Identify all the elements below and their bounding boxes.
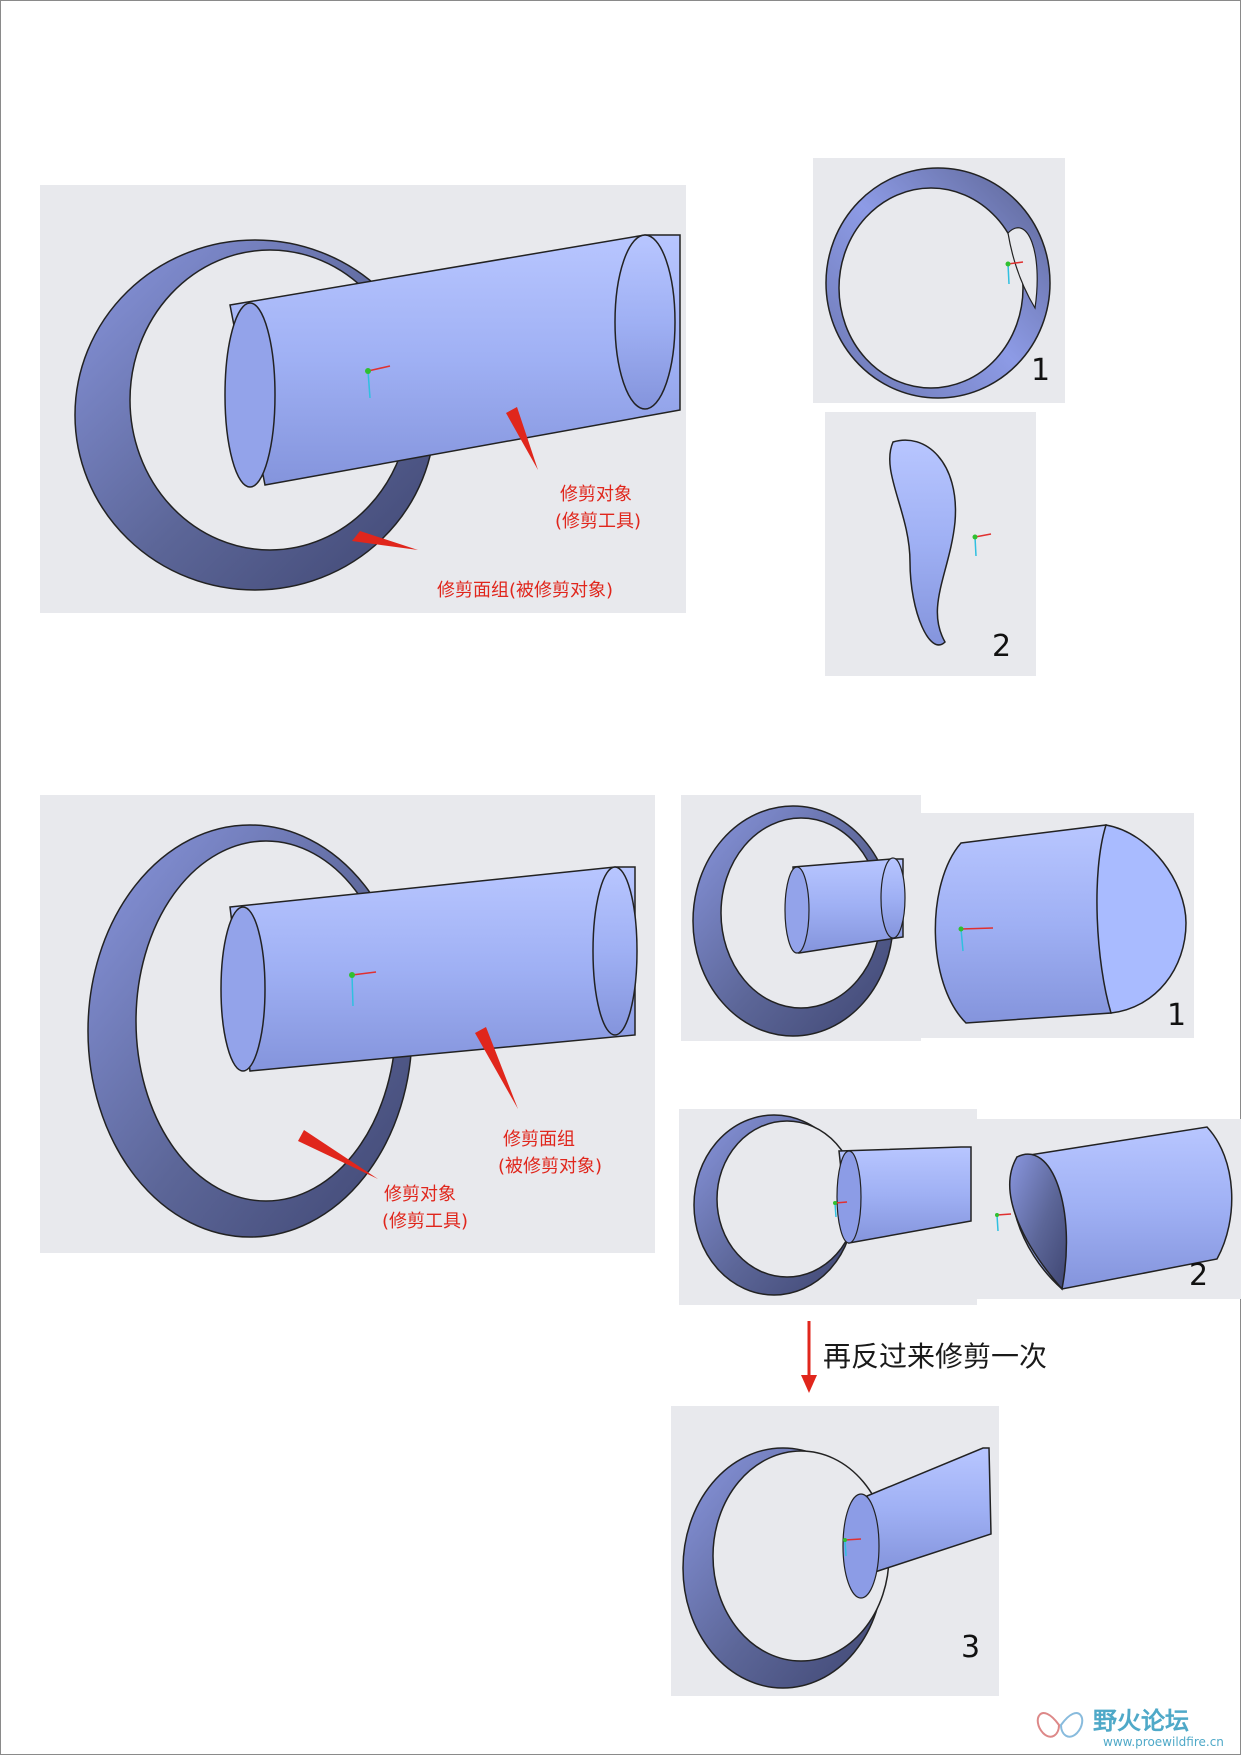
fig1-result-2-number: 2 [992,629,1012,664]
fig2-label-trimmed-quilt-2: (被修剪对象) [498,1156,603,1177]
fig2-result-1-panel [681,795,921,1041]
fig1-cylinder-end-left [224,302,276,488]
fig2-axes-icon [349,971,377,1007]
fig2-result-2b-panel: 2 [977,1119,1241,1299]
fig2-result-3-panel: 3 [671,1406,999,1696]
fig2-result-2b-axes-icon [995,1213,1012,1232]
fig1-arrow-trim-object [506,407,538,470]
fig1-result-2-axes-icon [972,533,992,557]
fig1-result-1-axes-icon [1005,261,1024,285]
fig1-result-2-panel: 2 [825,412,1036,676]
fig2-result-1-number: 1 [1167,998,1187,1033]
step-note: 再反过来修剪一次 [823,1340,1048,1373]
fig1-axes-icon [365,365,391,399]
fig1-result-1-drawing [825,167,1051,399]
fig2-arrow-trimmed-quilt [475,1027,518,1109]
fig1-main-panel: 修剪对象 (修剪工具) 修剪面组(被修剪对象) [40,185,686,613]
fig2-label-trimmed-quilt-1: 修剪面组 [503,1129,575,1150]
fig2-result-3-number: 3 [961,1630,981,1665]
fig1-result-1-panel: 1 [813,158,1065,403]
watermark-butterfly-icon [1036,1712,1084,1738]
fig1-label-trim-object-1: 修剪对象 [560,484,632,505]
fig2-result-1-ring-drawing [692,805,906,1037]
fig2-result-2-panel [679,1109,977,1305]
fig2-result-1-axes-icon [958,926,994,952]
fig1-arrow-trimmed-quilt [352,531,418,550]
step-down-arrow [801,1321,817,1393]
fig2-label-trim-object-2: (修剪工具) [382,1211,469,1232]
watermark-name: 野火论坛 [1093,1707,1189,1735]
fig2-label-trim-object-1: 修剪对象 [384,1184,456,1205]
fig2-result-1-cylinder-drawing [934,824,1187,1024]
fig2-arrow-trim-object [298,1130,378,1179]
fig2-result-1b-panel: 1 [921,813,1194,1038]
fig1-label-trimmed-quilt: 修剪面组(被修剪对象) [437,580,614,601]
fig2-result-2-number: 2 [1189,1258,1209,1293]
fig1-result-1-number: 1 [1031,353,1051,388]
fig2-result-2-axes-icon [833,1201,848,1218]
watermark-url: www.proewildfire.cn [1103,1735,1224,1749]
fig1-result-2-drawing [888,439,992,646]
fig2-result-3-axes-icon [843,1538,862,1557]
fig2-model-drawing [87,824,638,1238]
fig1-model-drawing [74,234,681,591]
fig2-result-2-left-drawing [693,1114,972,1296]
fig2-result-2-right-drawing [995,1126,1233,1291]
fig1-label-trim-object-2: (修剪工具) [555,511,642,532]
fig2-result-3-drawing [682,1447,992,1689]
fig1-cylinder-end-right [614,234,676,410]
fig2-main-panel: 修剪面组 (被修剪对象) 修剪对象 (修剪工具) [40,795,655,1253]
